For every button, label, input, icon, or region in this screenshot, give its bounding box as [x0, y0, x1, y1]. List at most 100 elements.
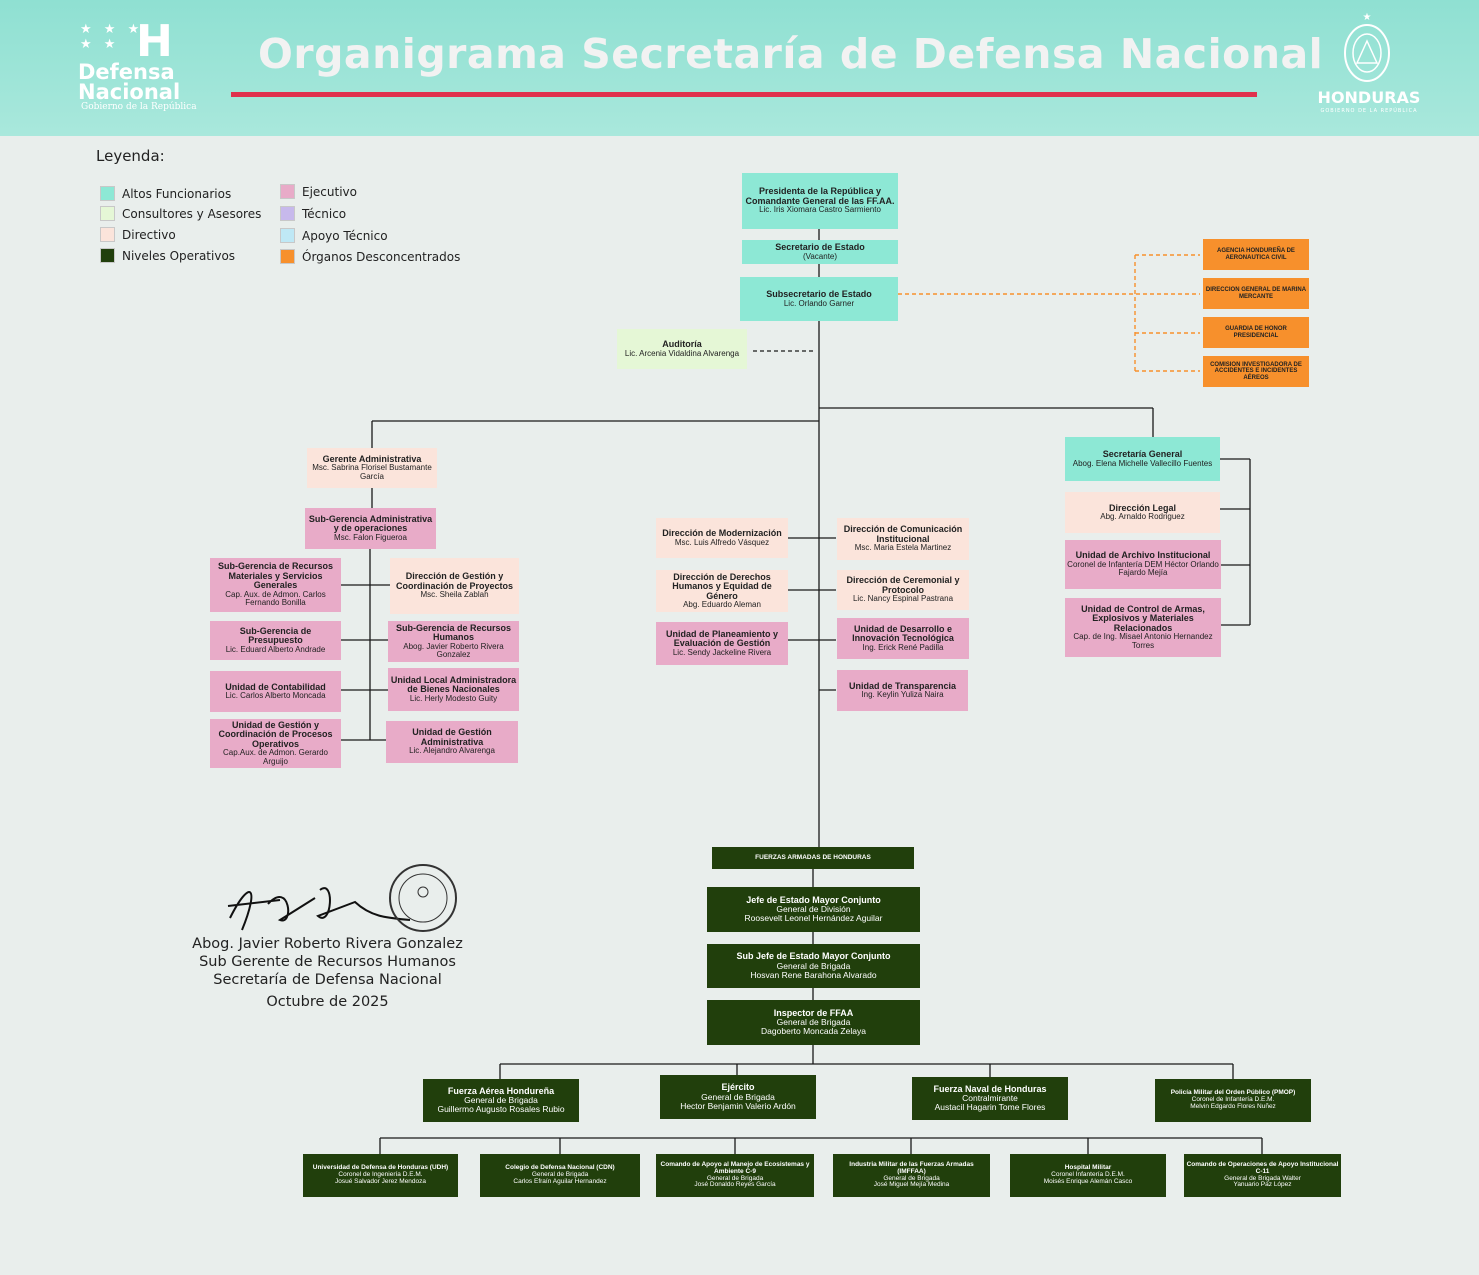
box-title: Hospital Militar	[1064, 1164, 1112, 1172]
box-rank: General de Brigada	[706, 1174, 764, 1182]
military-box: Sub Jefe de Estado Mayor Conjunto Genera…	[707, 944, 920, 988]
box-person: Lic. Herly Modesto Guity	[409, 693, 498, 703]
logo-line3: Gobierno de la República	[81, 102, 197, 112]
box-person: Coronel de Infantería DEM Héctor Orlando…	[1067, 559, 1219, 578]
military-unit-box: Hospital Militar Coronel Infantería D.E.…	[1010, 1154, 1166, 1197]
box-title: Fuerza Naval de Honduras	[933, 1083, 1047, 1094]
legend-swatch	[100, 248, 115, 263]
legend-item: Ejecutivo	[280, 184, 357, 199]
svg-text:★: ★	[1363, 12, 1372, 23]
box-rank: Coronel de Infantería D.E.M.	[1191, 1096, 1275, 1104]
box-title: Secretaría General	[1102, 449, 1183, 460]
org-unit-box: Unidad de Desarrollo e Innovación Tecnol…	[837, 618, 969, 659]
org-unit-box: Unidad de Control de Armas, Explosivos y…	[1065, 598, 1221, 657]
box-person: Carlos Efraín Aguilar Hernandez	[513, 1177, 607, 1185]
box-person: Msc. Maria Estela Martinez	[854, 543, 952, 553]
legend-item: Altos Funcionarios	[100, 186, 231, 201]
box-title: Dirección Legal	[1108, 502, 1177, 513]
box-person: Lic. Alejandro Alvarenga	[409, 746, 495, 756]
org-unit-box: Dirección de Comunicación Institucional …	[837, 518, 969, 560]
legend-item: Apoyo Técnico	[280, 228, 388, 243]
box-title: Jefe de Estado Mayor Conjunto	[746, 894, 881, 905]
seal-icon	[389, 864, 457, 932]
box-title: Unidad de Archivo Institucional	[1075, 550, 1211, 561]
box-title: Dirección de Comunicación Institucional	[843, 524, 963, 544]
box-title: Universidad de Defensa de Honduras (UDH)	[312, 1164, 449, 1172]
legend-item: Técnico	[280, 206, 346, 221]
military-unit-box: Comando de Operaciones de Apoyo Instituc…	[1184, 1154, 1341, 1197]
legend-swatch	[280, 228, 295, 243]
box-rank: General de Brigada	[464, 1095, 538, 1106]
box-title: Comando de Apoyo al Manejo de Ecosistema…	[660, 1160, 810, 1175]
box-person: Ing. Keylin Yuliza Naira	[861, 690, 944, 700]
org-unit-box: Dirección de Modernización Msc. Luis Alf…	[656, 518, 788, 558]
legend-item: Niveles Operativos	[100, 248, 235, 263]
box-rank: General de Brigada	[531, 1171, 589, 1179]
desconcentrado-box: GUARDIA DE HONOR PRESIDENCIAL	[1203, 317, 1309, 348]
legend-label: Altos Funcionarios	[122, 186, 232, 201]
org-unit-box: Unidad de Planeamiento y Evaluación de G…	[656, 622, 788, 665]
military-unit-box: Universidad de Defensa de Honduras (UDH)…	[303, 1154, 458, 1197]
presidenta-box: Presidenta de la República y Comandante …	[742, 173, 898, 229]
defensa-nacional-logo: ★ ★ ★★ ★ H Defensa Nacional Gobierno de …	[78, 16, 208, 115]
box-title: Industria Militar de las Fuerzas Armadas…	[849, 1160, 974, 1175]
legend-label: Consultores y Asesores	[122, 206, 262, 221]
org-unit-box: Dirección de Ceremonial y Protocolo Lic.…	[837, 570, 969, 610]
box-title: Fuerza Aérea Hondureña	[447, 1085, 555, 1096]
box-rank: General de Brigada	[883, 1174, 940, 1182]
military-box: Ejército General de Brigada Hector Benja…	[660, 1075, 816, 1119]
box-title: GUARDIA DE HONOR PRESIDENCIAL	[1225, 326, 1287, 339]
legend-label: Directivo	[122, 227, 176, 242]
org-unit-box: Sub-Gerencia de Recursos Materiales y Se…	[210, 558, 341, 612]
desconcentrado-box: COMISION INVESTIGADORA DE ACCIDENTES E I…	[1203, 356, 1309, 387]
org-unit-box: Unidad de Contabilidad Lic. Carlos Alber…	[210, 671, 341, 712]
honduras-sub: GOBIERNO DE LA REPÚBLICA	[1320, 108, 1418, 114]
org-unit-box: Sub-Gerencia de Recursos Humanos Abog. J…	[388, 621, 519, 662]
box-person: Abg. Eduardo Aleman	[683, 599, 761, 609]
box-title: Subsecretario de Estado	[766, 289, 872, 300]
box-title: Inspector de FFAA	[773, 1007, 854, 1018]
secretaria-general-box: Secretaría General Abog. Elena Michelle …	[1065, 437, 1220, 481]
legend-item: Directivo	[100, 227, 176, 242]
legend-item: Órganos Desconcentrados	[280, 249, 460, 264]
box-title: Sub Jefe de Estado Mayor Conjunto	[736, 951, 891, 962]
title-underline	[231, 92, 1257, 97]
box-title: Unidad de Gestión y Coordinación de Proc…	[218, 719, 333, 749]
box-person: Abg. Arnaldo Rodriguez	[1100, 512, 1185, 522]
signature-role: Sub Gerente de Recursos Humanos	[199, 954, 456, 971]
legend-item: Consultores y Asesores	[100, 206, 261, 221]
legend-swatch	[280, 206, 295, 221]
honduras-logo: ★ HONDURAS GOBIERNO DE LA REPÚBLICA	[1310, 8, 1425, 118]
legend-label: Técnico	[302, 206, 347, 221]
box-person: Abog. Javier Roberto Rivera Gonzalez	[403, 641, 504, 659]
honduras-brand: HONDURAS	[1317, 88, 1421, 107]
box-person: Cap. Aux. de Admon. Carlos Fernando Boni…	[225, 589, 326, 608]
box-person: Ing. Erick René Padilla	[862, 642, 944, 652]
desconcentrado-box: AGENCIA HONDUREÑA DE AERONAUTICA CIVIL	[1203, 239, 1309, 270]
coat-of-arms-icon: ★	[1344, 12, 1390, 82]
box-person: Msc. Sheila Zablah	[420, 590, 489, 600]
box-title: Unidad de Gestión Administrativa	[412, 727, 492, 747]
box-person: Lic. Nancy Espinal Pastrana	[852, 594, 954, 604]
box-title: Dirección de Ceremonial y Protocolo	[846, 575, 960, 595]
military-box: Fuerza Aérea Hondureña General de Brigad…	[423, 1079, 579, 1122]
military-box: Inspector de FFAA General de Brigada Dag…	[707, 1000, 920, 1045]
box-rank: Coronel de Ingeniería D.E.M.	[338, 1171, 423, 1179]
box-rank: General de Brigada	[776, 960, 851, 971]
box-person: José Donaldo Reyes García	[694, 1181, 776, 1189]
box-person: Msc. Falon Figueroa	[334, 532, 407, 542]
box-person: Lic. Iris Xiomara Castro Sarmiento	[759, 205, 881, 215]
box-title: Sub-Gerencia de Presupuesto	[239, 625, 312, 646]
box-person: Cap. de Ing. Misael Antonio Hernandez To…	[1073, 632, 1213, 650]
org-unit-box: Unidad de Gestión y Coordinación de Proc…	[210, 719, 341, 768]
gerente-box: Gerente Administrativa Msc. Sabrina Flor…	[307, 448, 437, 488]
secretario-box: Secretario de Estado (Vacante)	[742, 240, 898, 264]
box-person: Lic. Orlando Garner	[783, 298, 855, 308]
box-person: Hector Benjamin Valerio Ardón	[680, 1100, 796, 1111]
signature-block: Abog. Javier Roberto Rivera Gonzalez Sub…	[160, 935, 495, 1012]
box-rank: Contralmirante	[962, 1093, 1018, 1104]
box-title: Ejército	[721, 1082, 755, 1093]
legend-label: Niveles Operativos	[122, 248, 236, 263]
ffaa-header: FUERZAS ARMADAS DE HONDURAS	[712, 847, 914, 869]
box-person: Msc. Luis Alfredo Vásquez	[674, 537, 770, 547]
